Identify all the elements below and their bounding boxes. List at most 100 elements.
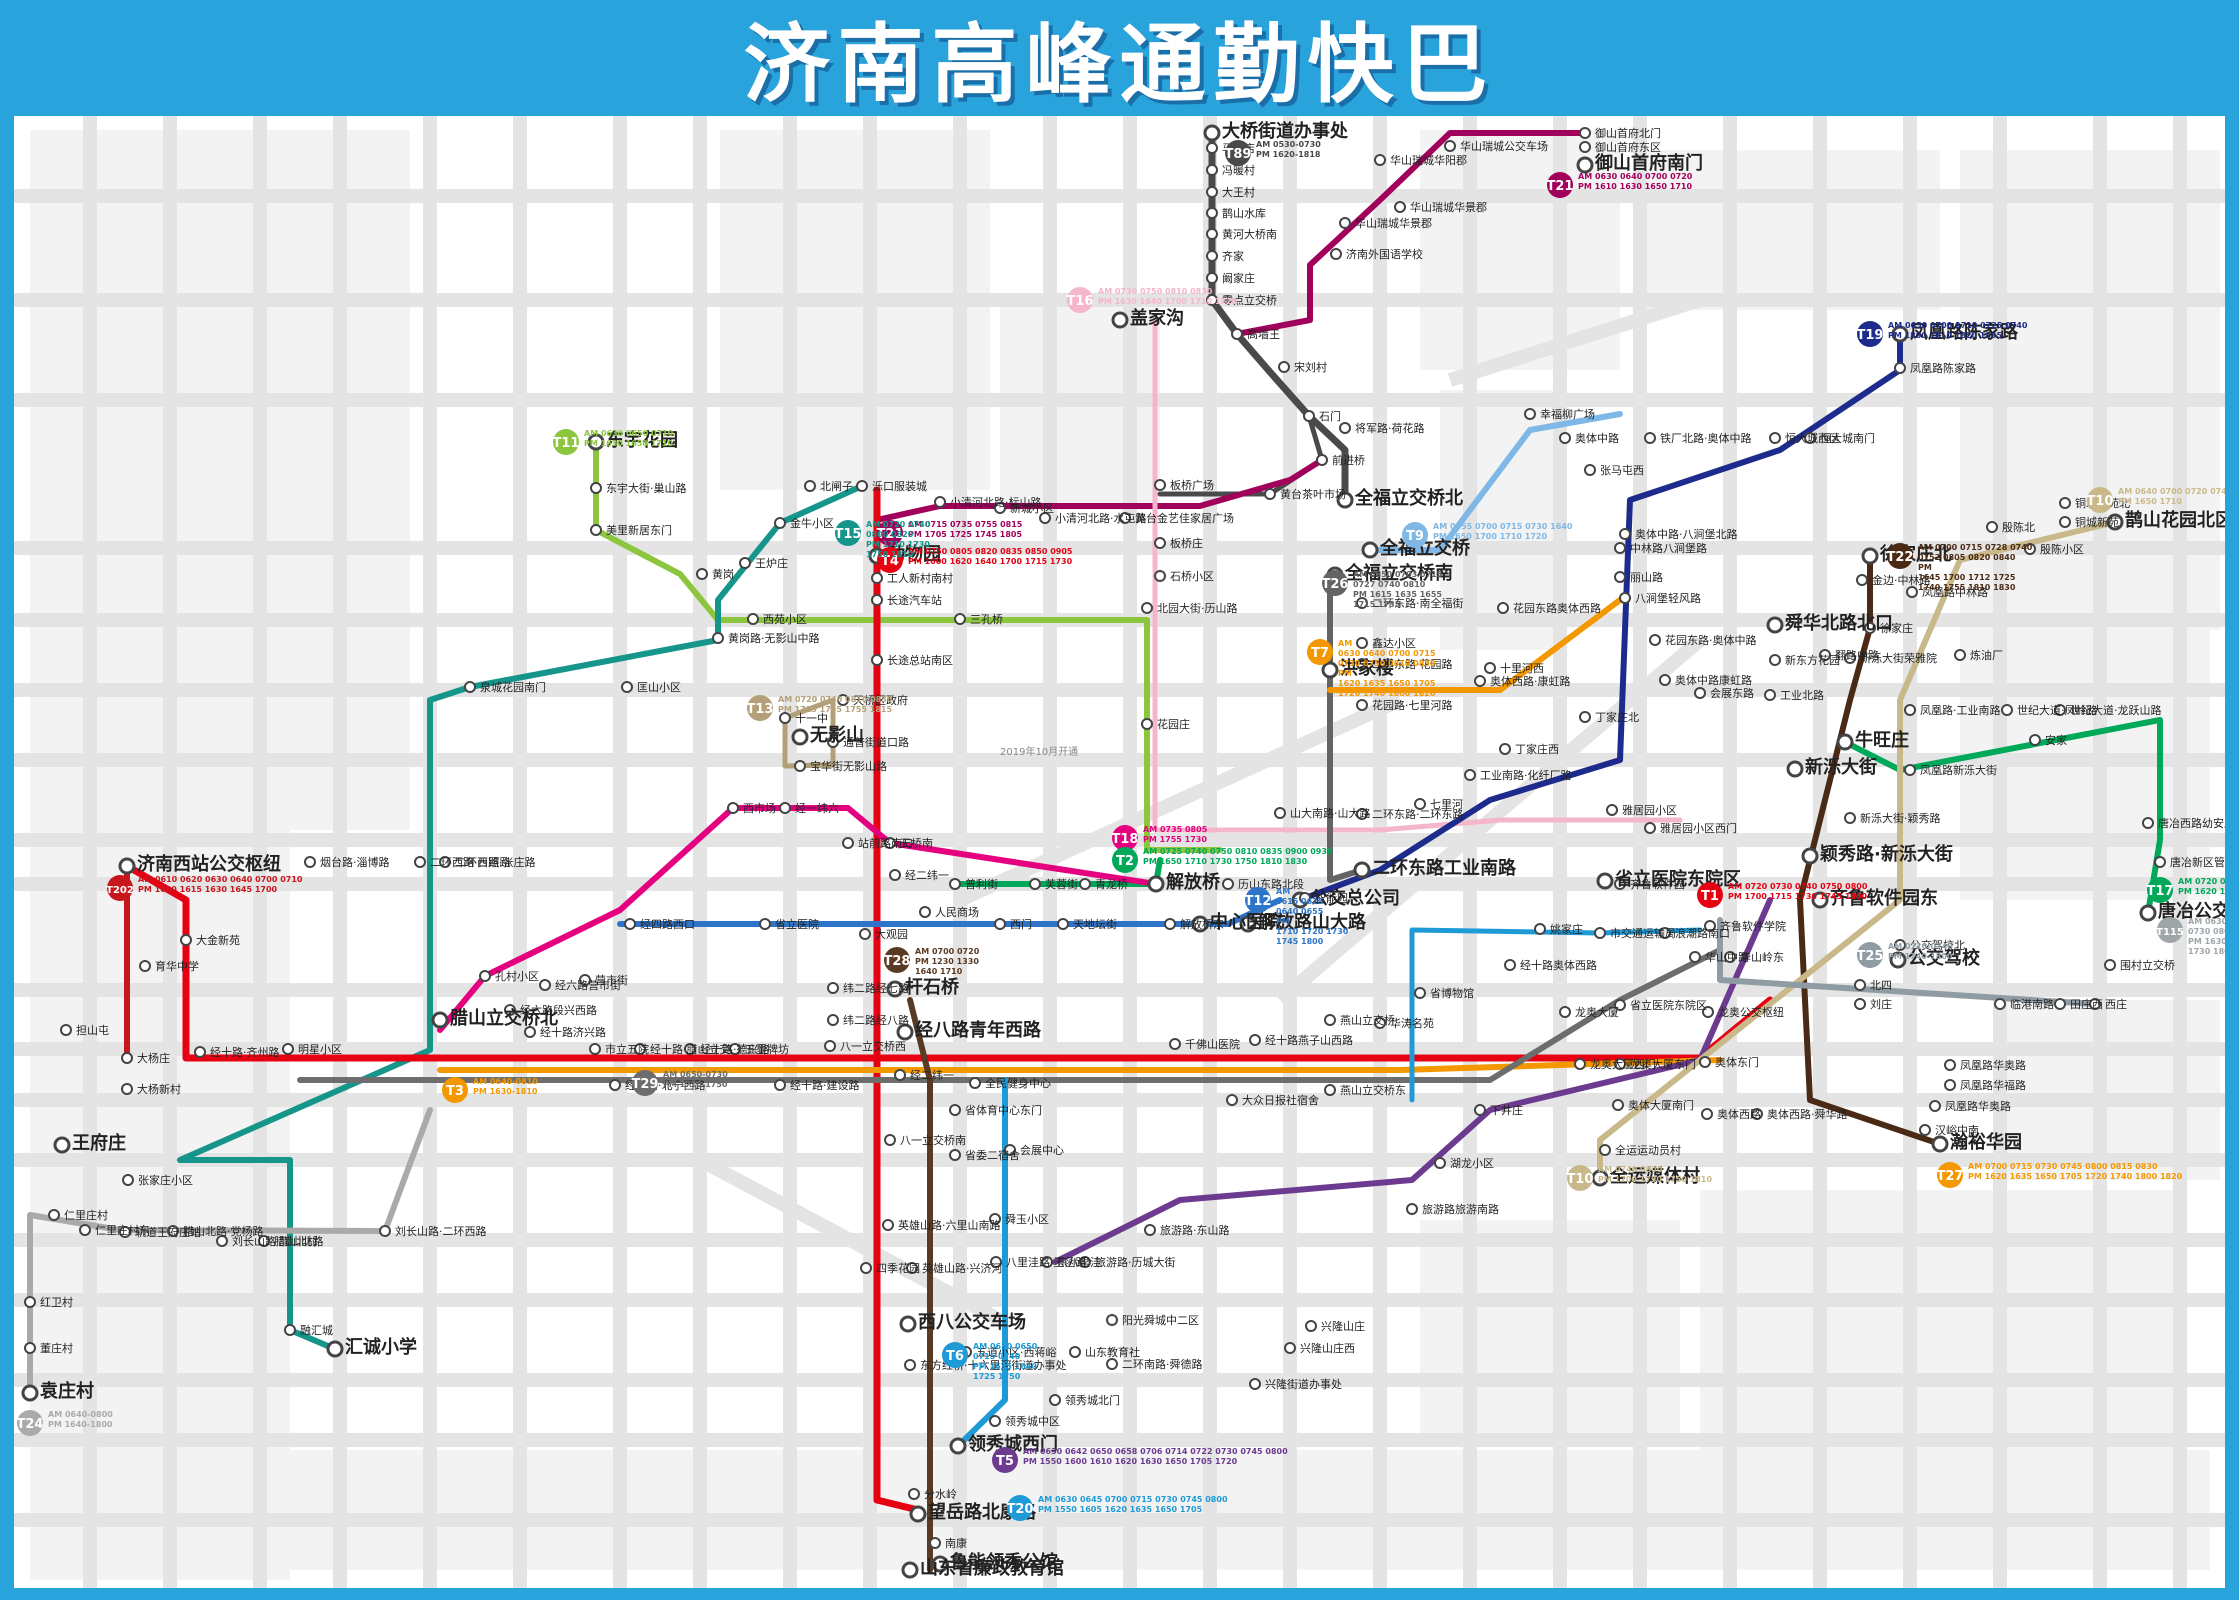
station-marker[interactable] <box>779 712 791 724</box>
station-marker[interactable] <box>989 1213 1001 1225</box>
station-marker[interactable] <box>258 1235 270 1247</box>
station-marker[interactable] <box>1994 998 2006 1010</box>
station-marker[interactable] <box>824 1040 836 1052</box>
station-marker[interactable] <box>1474 1104 1486 1116</box>
station-marker[interactable] <box>1356 808 1368 820</box>
station-marker[interactable] <box>1231 328 1243 340</box>
station-marker[interactable] <box>949 1104 961 1116</box>
station-marker[interactable] <box>1339 422 1351 434</box>
station-marker[interactable] <box>1499 743 1511 755</box>
station-marker[interactable] <box>859 928 871 940</box>
station-marker[interactable] <box>479 970 491 982</box>
station-marker[interactable] <box>1929 1100 1941 1112</box>
station-marker[interactable] <box>1844 652 1856 664</box>
station-marker[interactable] <box>1339 217 1351 229</box>
station-marker[interactable] <box>901 1561 919 1579</box>
station-marker[interactable] <box>1701 1108 1713 1120</box>
station-marker[interactable] <box>1464 769 1476 781</box>
station-marker[interactable] <box>2089 998 2101 1010</box>
station-marker[interactable] <box>1206 250 1218 262</box>
station-marker[interactable] <box>1619 592 1631 604</box>
station-marker[interactable] <box>304 856 316 868</box>
station-marker[interactable] <box>856 480 868 492</box>
station-marker[interactable] <box>827 1014 839 1026</box>
station-marker[interactable] <box>684 1043 696 1055</box>
station-marker[interactable] <box>1864 622 1876 634</box>
station-marker[interactable] <box>2001 704 2013 716</box>
station-marker[interactable] <box>1278 361 1290 373</box>
station-marker[interactable] <box>431 1011 449 1029</box>
station-marker[interactable] <box>1769 432 1781 444</box>
station-marker[interactable] <box>609 1079 621 1091</box>
station-marker[interactable] <box>1811 891 1829 909</box>
station-marker[interactable] <box>1069 1346 1081 1358</box>
station-marker[interactable] <box>1394 201 1406 213</box>
station-marker[interactable] <box>1434 1157 1446 1169</box>
station-marker[interactable] <box>1111 311 1129 329</box>
station-marker[interactable] <box>1894 362 1906 374</box>
station-marker[interactable] <box>1844 812 1856 824</box>
station-marker[interactable] <box>1206 186 1218 198</box>
station-marker[interactable] <box>739 557 751 569</box>
station-marker[interactable] <box>180 934 192 946</box>
station-marker[interactable] <box>1141 718 1153 730</box>
station-marker[interactable] <box>1606 804 1618 816</box>
station-marker[interactable] <box>1324 1084 1336 1096</box>
station-marker[interactable] <box>1336 491 1354 509</box>
station-marker[interactable] <box>194 1046 206 1058</box>
station-marker[interactable] <box>1579 127 1591 139</box>
station-marker[interactable] <box>1891 325 1909 343</box>
station-marker[interactable] <box>1574 1058 1586 1070</box>
station-marker[interactable] <box>1164 918 1176 930</box>
station-marker[interactable] <box>889 869 901 881</box>
station-marker[interactable] <box>949 1437 967 1455</box>
station-marker[interactable] <box>1614 1058 1626 1070</box>
station-marker[interactable] <box>1559 1006 1571 1018</box>
station-marker[interactable] <box>1534 923 1546 935</box>
station-marker[interactable] <box>1614 878 1626 890</box>
station-marker[interactable] <box>2142 817 2154 829</box>
station-marker[interactable] <box>931 1555 949 1573</box>
station-marker[interactable] <box>121 1052 133 1064</box>
station-marker[interactable] <box>118 857 136 875</box>
station-marker[interactable] <box>1079 878 1091 890</box>
station-marker[interactable] <box>2024 543 2036 555</box>
station-marker[interactable] <box>1766 616 1784 634</box>
station-marker[interactable] <box>1406 1203 1418 1215</box>
station-marker[interactable] <box>1324 1014 1336 1026</box>
station-marker[interactable] <box>727 802 739 814</box>
station-marker[interactable] <box>624 918 636 930</box>
station-marker[interactable] <box>2106 513 2124 531</box>
station-marker[interactable] <box>167 1225 179 1237</box>
station-marker[interactable] <box>906 1262 918 1274</box>
station-marker[interactable] <box>1356 637 1368 649</box>
station-marker[interactable] <box>504 1004 516 1016</box>
station-marker[interactable] <box>794 760 806 772</box>
station-marker[interactable] <box>1049 1394 1061 1406</box>
station-marker[interactable] <box>2059 516 2071 528</box>
station-marker[interactable] <box>1222 878 1234 890</box>
station-marker[interactable] <box>871 594 883 606</box>
station-marker[interactable] <box>121 1083 133 1095</box>
station-marker[interactable] <box>414 856 426 868</box>
station-marker[interactable] <box>1154 479 1166 491</box>
station-marker[interactable] <box>1374 154 1386 166</box>
station-marker[interactable] <box>24 1296 36 1308</box>
station-marker[interactable] <box>2054 998 2066 1010</box>
station-marker[interactable] <box>589 1043 601 1055</box>
station-marker[interactable] <box>1614 571 1626 583</box>
station-marker[interactable] <box>1769 654 1781 666</box>
station-marker[interactable] <box>1147 875 1165 893</box>
station-marker[interactable] <box>1751 1108 1763 1120</box>
station-marker[interactable] <box>48 1209 60 1221</box>
station-marker[interactable] <box>1239 915 1257 933</box>
